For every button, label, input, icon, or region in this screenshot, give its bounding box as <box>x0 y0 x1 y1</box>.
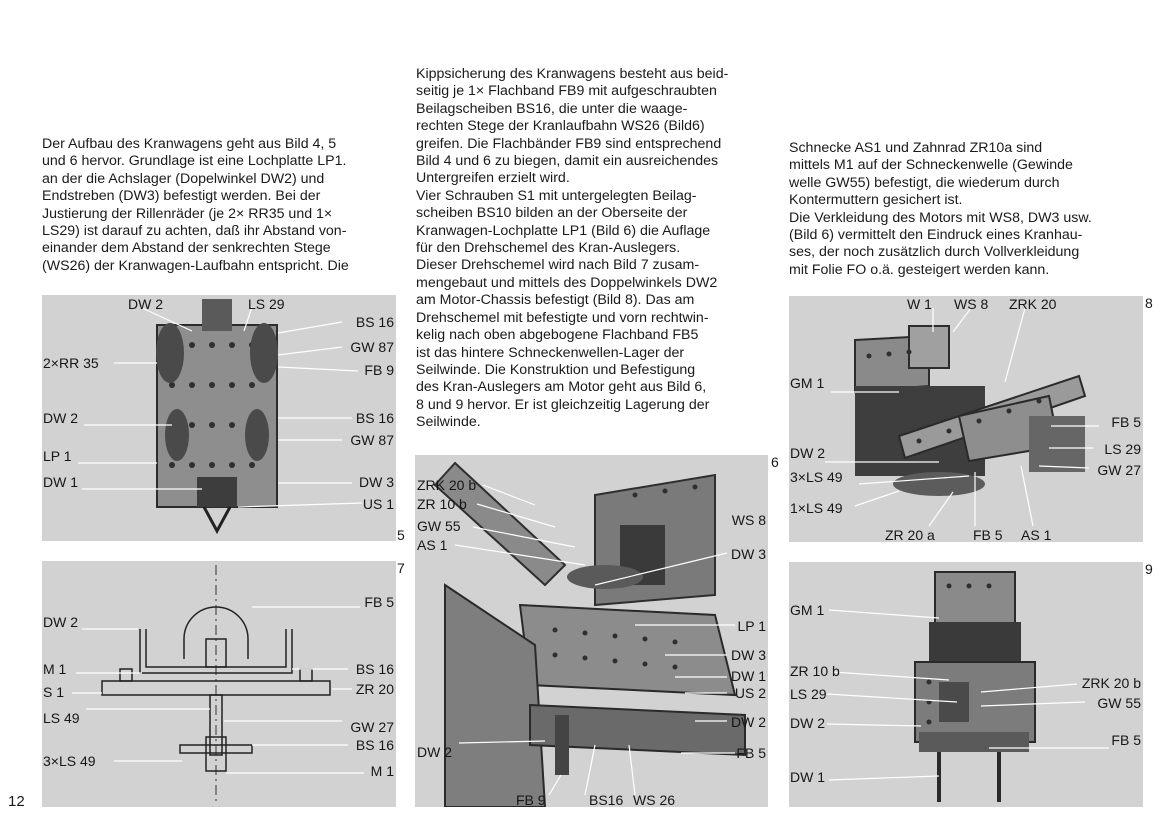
f7-label-ls49: LS 49 <box>43 710 80 726</box>
f5-label-lp1: LP 1 <box>43 448 72 464</box>
f7-label-m1-b: M 1 <box>370 763 394 779</box>
f8-label-gm1: GM 1 <box>790 375 825 391</box>
f9-label-gm1: GM 1 <box>790 602 825 618</box>
f6-label-gw55: GW 55 <box>417 518 461 534</box>
f9-label-dw2: DW 2 <box>790 715 825 731</box>
f7-label-3xls49: 3×LS 49 <box>43 753 96 769</box>
text-column-3: Schnecke AS1 und Zahnrad ZR10a sind mitt… <box>789 140 1092 278</box>
f8-label-1xls49: 1×LS 49 <box>790 500 843 516</box>
f5-label-gw87-a: GW 87 <box>350 339 394 355</box>
f5-label-fb9: FB 9 <box>364 362 394 378</box>
f6-label-dw1: DW 1 <box>731 668 766 684</box>
f5-label-dw3: DW 3 <box>359 474 394 490</box>
f7-label-m1-a: M 1 <box>43 661 67 677</box>
figure-9-photo: GM 1 ZR 10 b ZRK 20 b LS 29 GW 55 DW 2 F… <box>789 562 1143 807</box>
f7-label-s1: S 1 <box>43 684 65 700</box>
f6-label-fb5: FB 5 <box>736 745 766 761</box>
figure-8-number: 8 <box>1145 295 1153 311</box>
f5-label-dw1: DW 1 <box>43 474 78 490</box>
page-number: 12 <box>8 793 25 810</box>
figure-7-illustration <box>72 565 364 805</box>
figure-5-number: 5 <box>397 527 405 543</box>
f6-label-ws8: WS 8 <box>731 512 766 528</box>
f6-label-ws26: WS 26 <box>633 792 676 808</box>
f8-label-fb5-right: FB 5 <box>1111 414 1141 430</box>
f9-label-fb5: FB 5 <box>1111 732 1141 748</box>
f7-label-bs16-b: BS 16 <box>355 737 394 753</box>
f9-label-dw1: DW 1 <box>790 769 825 785</box>
f6-label-us2: US 2 <box>734 685 766 701</box>
figure-6-photo: ZRK 20 b ZR 10 b GW 55 AS 1 WS 8 DW 3 LP… <box>415 455 768 807</box>
f5-label-us1: US 1 <box>362 496 394 512</box>
f5-label-ls29: LS 29 <box>248 296 285 312</box>
f8-label-dw2: DW 2 <box>790 445 825 461</box>
f8-label-zrk20: ZRK 20 <box>1009 296 1057 312</box>
f7-label-dw2: DW 2 <box>43 614 78 630</box>
figure-6-illustration <box>433 461 746 807</box>
figure-9-number: 9 <box>1145 561 1153 577</box>
f7-label-fb5: FB 5 <box>364 594 394 610</box>
figure-7-drawing: FB 5 DW 2 M 1 BS 16 S 1 ZR 20 LS 49 GW 2… <box>42 561 396 807</box>
f6-label-bs16: BS16 <box>589 792 624 808</box>
figure-6-number: 6 <box>771 454 779 470</box>
f8-label-ls29: LS 29 <box>1104 441 1141 457</box>
f9-label-zrk20b: ZRK 20 b <box>1081 675 1141 691</box>
f7-label-bs16-a: BS 16 <box>355 661 394 677</box>
f6-label-dw2-left: DW 2 <box>417 744 452 760</box>
f8-label-as1: AS 1 <box>1021 527 1052 543</box>
f5-label-gw87-b: GW 87 <box>350 432 394 448</box>
figure-7-number: 7 <box>397 560 405 576</box>
figure-9-illustration <box>826 571 1109 802</box>
f6-label-dw3-a: DW 3 <box>731 546 766 562</box>
f6-label-as1: AS 1 <box>417 537 448 553</box>
f9-label-zr10b: ZR 10 b <box>790 663 840 679</box>
figure-8-photo: W 1 WS 8 ZRK 20 GM 1 FB 5 DW 2 LS 29 3×L… <box>789 296 1143 542</box>
f9-label-ls29: LS 29 <box>790 686 827 702</box>
f6-label-zr10b: ZR 10 b <box>417 496 467 512</box>
f8-label-gw27: GW 27 <box>1097 462 1141 478</box>
f8-label-3xls49: 3×LS 49 <box>790 469 843 485</box>
f8-label-fb5-bottom: FB 5 <box>973 527 1003 543</box>
f5-label-2xrr35: 2×RR 35 <box>43 355 99 371</box>
text-column-2: Kippsicherung des Kranwagens besteht aus… <box>416 66 729 431</box>
f5-label-bs16-b: BS 16 <box>355 410 394 426</box>
f5-label-dw2-top: DW 2 <box>128 296 163 312</box>
f6-label-dw2-right: DW 2 <box>731 714 766 730</box>
text-column-1: Der Aufbau des Kranwagens geht aus Bild … <box>42 136 349 274</box>
f8-label-ws8: WS 8 <box>954 296 989 312</box>
f5-label-bs16-a: BS 16 <box>355 314 394 330</box>
f7-label-gw27: GW 27 <box>350 719 394 735</box>
figure-5-photo: DW 2 LS 29 BS 16 2×RR 35 GW 87 FB 9 DW 2… <box>42 295 396 541</box>
f6-label-fb9: FB 9 <box>516 792 546 808</box>
f6-label-zrk20b: ZRK 20 b <box>417 477 477 493</box>
figure-8-illustration <box>825 307 1099 527</box>
f8-label-w1: W 1 <box>907 296 932 312</box>
f9-label-gw55: GW 55 <box>1097 695 1141 711</box>
f5-label-dw2-mid: DW 2 <box>43 410 78 426</box>
f7-label-zr20: ZR 20 <box>355 681 394 697</box>
f6-label-lp1: LP 1 <box>737 618 766 634</box>
f8-label-zr20a: ZR 20 a <box>885 527 935 543</box>
figure-5-illustration <box>78 299 363 535</box>
f6-label-dw3-b: DW 3 <box>731 647 766 663</box>
